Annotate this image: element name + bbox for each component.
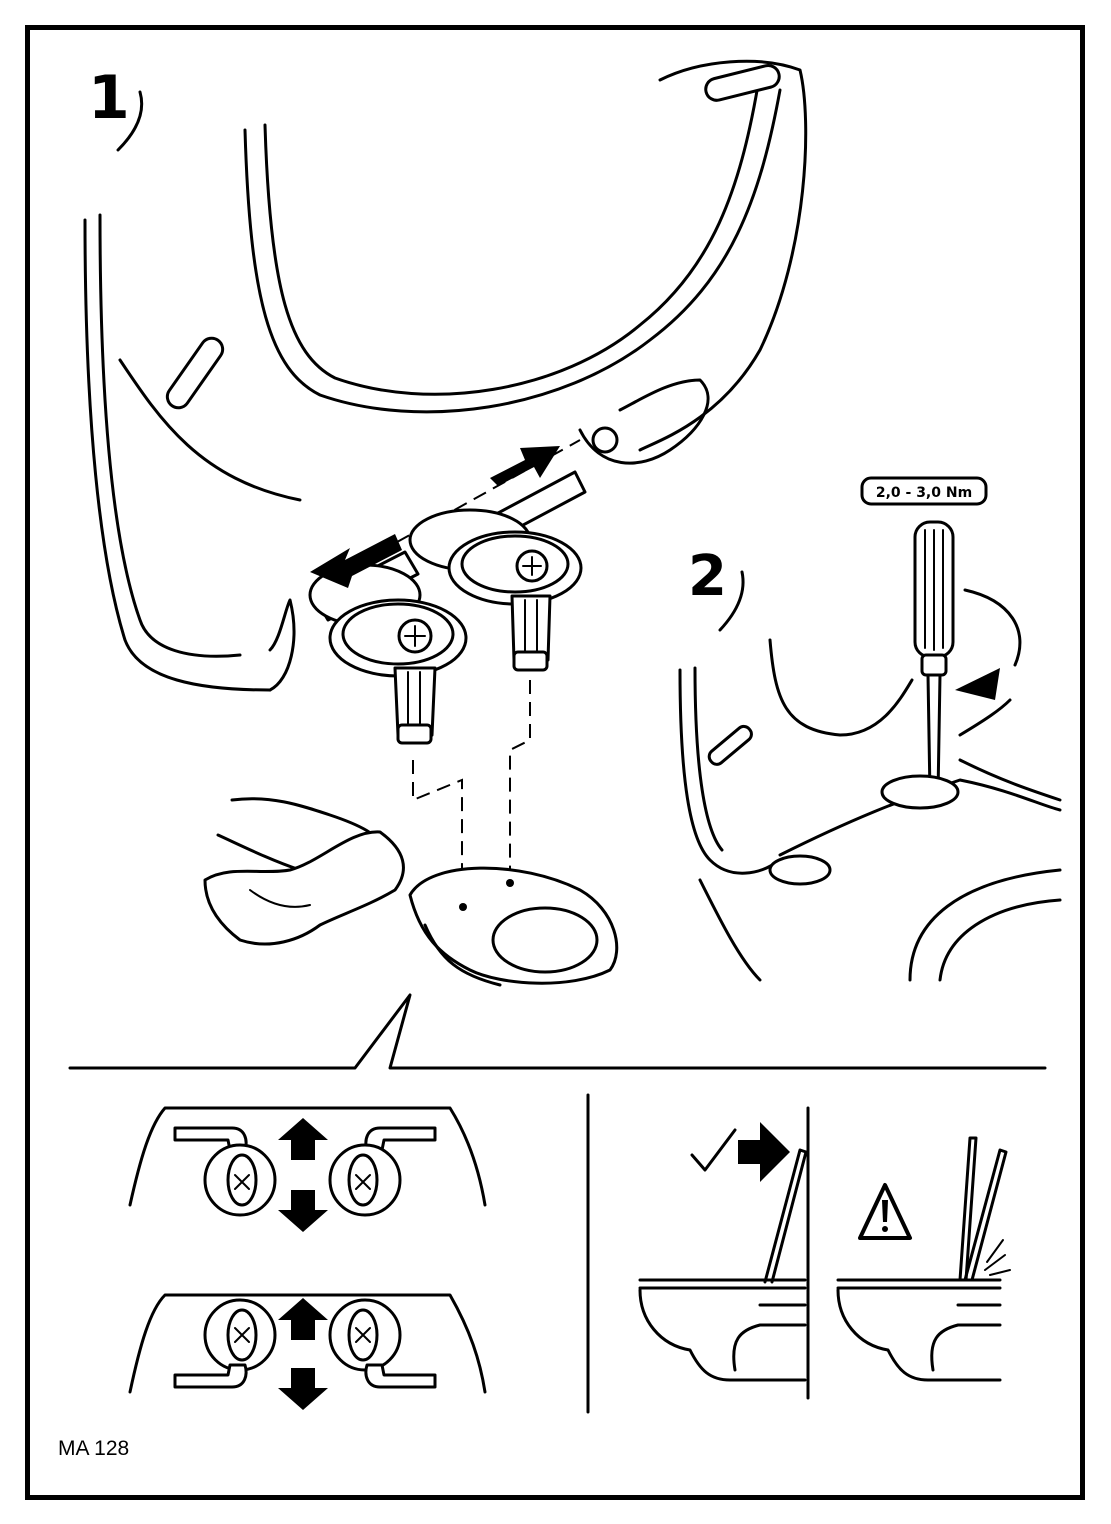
toilet-seat-lid-drawing (83, 59, 808, 692)
step-2-panel: 2 2,0 - 3,0 Nm (678, 476, 1062, 982)
callout-divider (68, 993, 1047, 1070)
check-mark-icon (690, 1128, 737, 1172)
arrow-right-icon (490, 446, 560, 486)
torque-label: 2,0 - 3,0 Nm (876, 485, 972, 501)
arrow-down-icon (278, 1368, 328, 1410)
arrow-left-icon (310, 534, 402, 588)
rotation-arrow-head-icon (955, 668, 1000, 700)
step-2-tick (718, 570, 745, 632)
lid-correct-position (638, 1106, 810, 1400)
page-border (25, 25, 1085, 1500)
hinge-adjust-upper (128, 1106, 487, 1232)
hand-with-cloth-drawing (203, 797, 405, 946)
arrow-right-icon (738, 1122, 790, 1182)
arrow-up-icon (278, 1298, 328, 1340)
step-1-tick (116, 90, 144, 152)
step-1-number: 1 (88, 63, 130, 133)
hinge-assembly (308, 439, 587, 627)
step-1-panel: 1 (83, 59, 808, 987)
document-code: MA 128 (58, 1437, 129, 1460)
arrow-up-icon (278, 1118, 328, 1160)
torque-label-box (860, 476, 988, 506)
screwdriver-icon (913, 520, 955, 797)
arrow-down-icon (278, 1190, 328, 1232)
hinge-adjust-lower (128, 1293, 487, 1410)
left-hinge-fixing (328, 598, 468, 745)
step-2-number: 2 (688, 544, 727, 609)
toilet-bowl-top-drawing (408, 866, 619, 987)
right-hinge-fixing (447, 530, 583, 672)
rotation-arrow (963, 588, 1022, 667)
lid-incorrect-position (836, 1136, 1011, 1382)
warning-triangle-icon (858, 1183, 912, 1240)
